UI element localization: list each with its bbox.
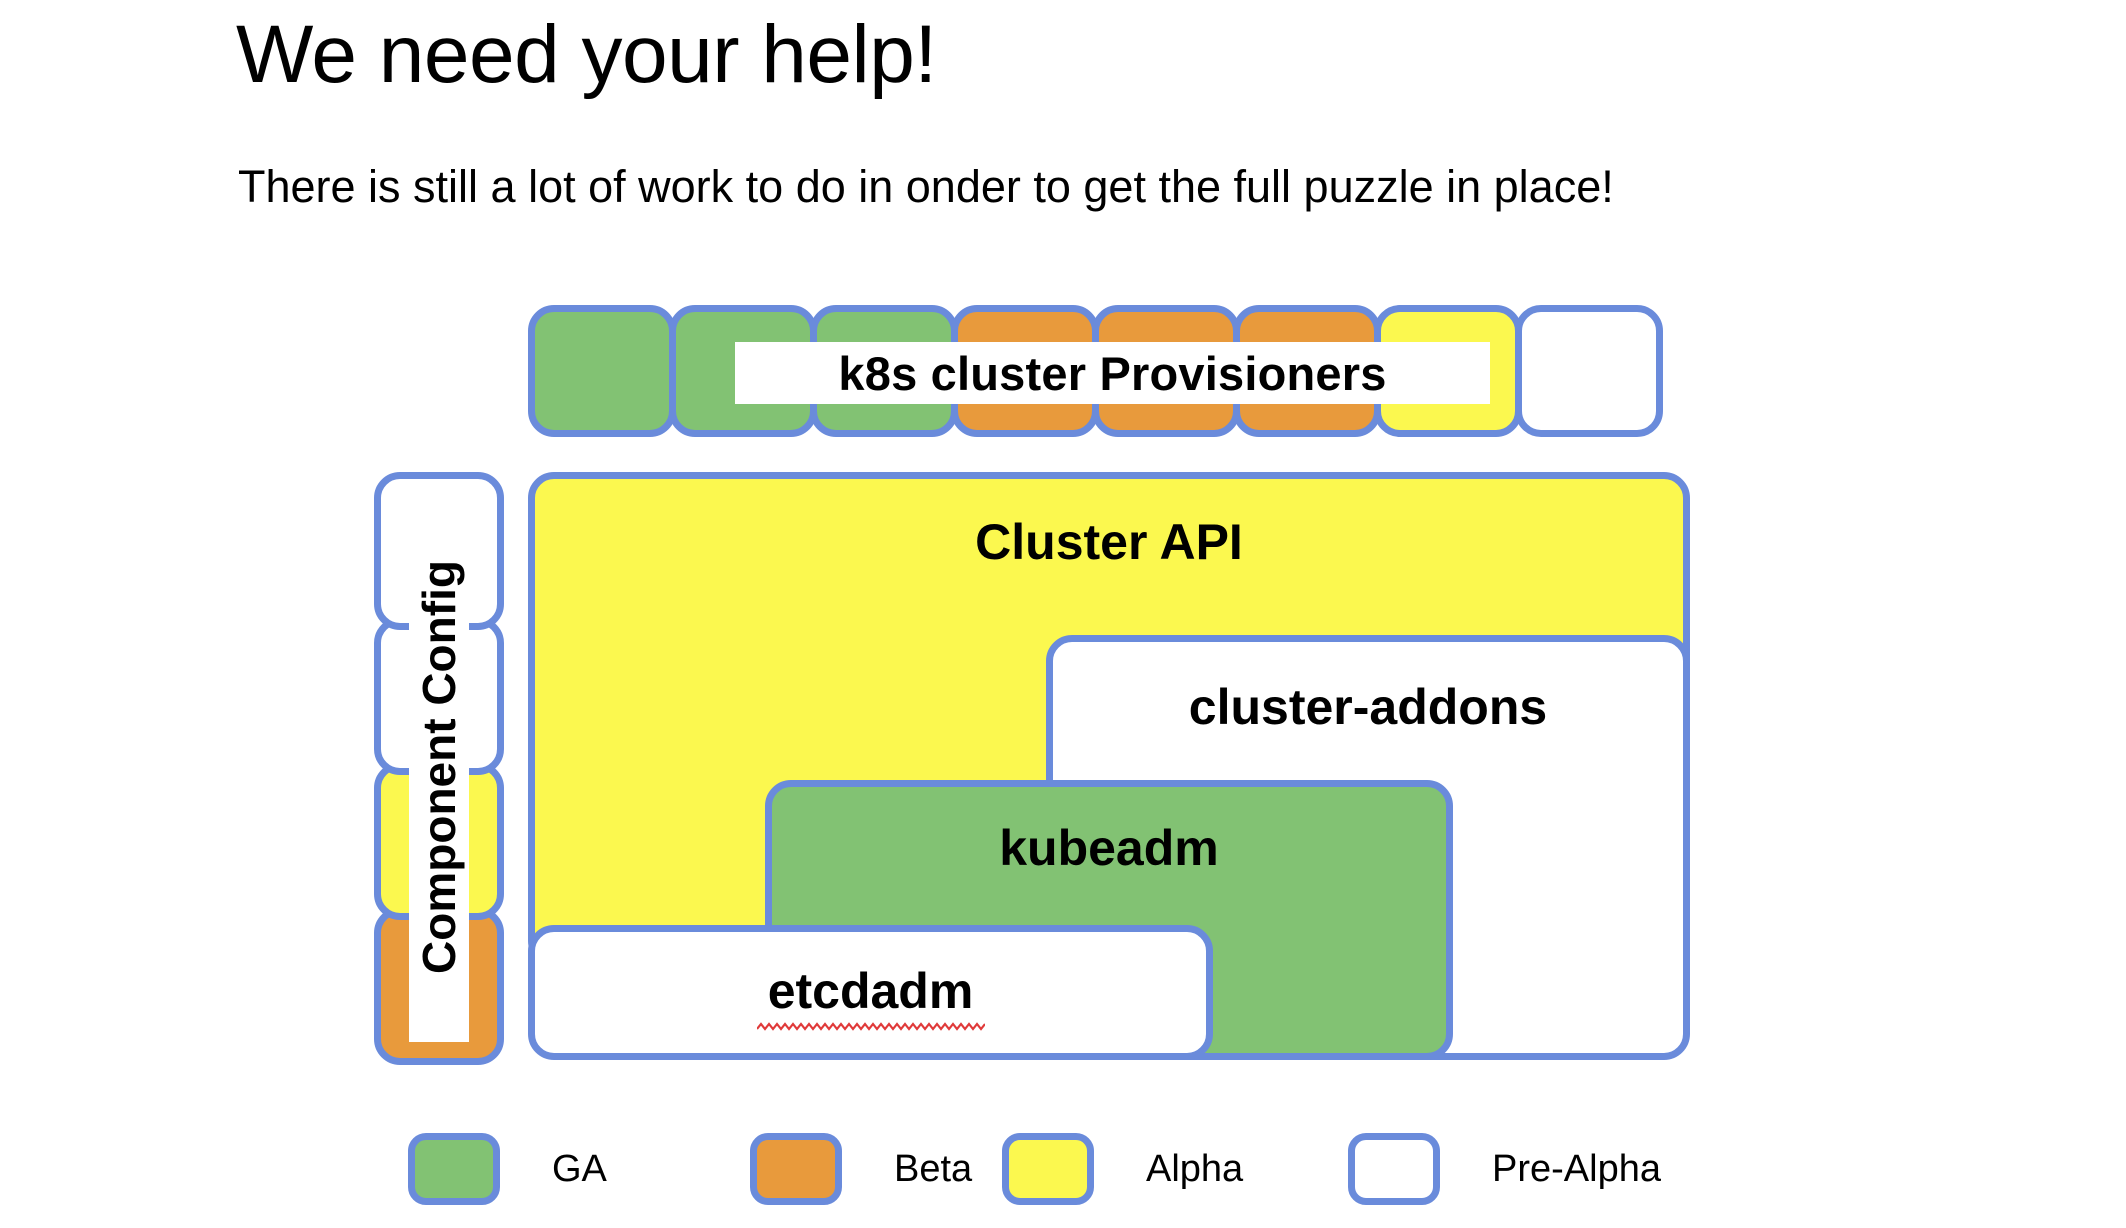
legend-item-alpha: Alpha [1002, 1124, 1243, 1214]
box-etcdadm-label: etcdadm [767, 963, 974, 1019]
box-cluster-addons-label: cluster-addons [1188, 679, 1548, 735]
provisioner-cell-1 [528, 305, 676, 437]
component-config-label-text: Component Config [413, 560, 466, 974]
component-config-label: Component Config [409, 492, 469, 1042]
page-subtitle: There is still a lot of work to do in on… [238, 161, 1614, 212]
legend-label-beta: Beta [894, 1147, 973, 1190]
spellcheck-underline-icon [756, 1022, 985, 1031]
legend-label-ga: GA [552, 1147, 607, 1190]
provisioner-row-label: k8s cluster Provisioners [838, 346, 1387, 400]
legend: GA Beta Alpha Pre-Alpha [0, 1124, 2126, 1214]
provisioner-cell-8 [1515, 305, 1663, 437]
box-etcdadm: etcdadm [528, 925, 1213, 1060]
legend-swatch-ga [408, 1133, 500, 1205]
legend-label-alpha: Alpha [1146, 1147, 1244, 1190]
component-config-label-band [409, 492, 469, 1042]
provisioner-label-band [735, 342, 1490, 404]
legend-item-pre-alpha: Pre-Alpha [1348, 1124, 1661, 1214]
box-cluster-api-label: Cluster API [975, 514, 1243, 570]
legend-swatch-pre-alpha [1348, 1133, 1440, 1205]
legend-label-pre-alpha: Pre-Alpha [1492, 1147, 1661, 1190]
box-kubeadm-label: kubeadm [999, 820, 1219, 876]
legend-item-beta: Beta [750, 1124, 972, 1214]
legend-item-ga: GA [408, 1124, 607, 1214]
page-title: We need your help! [236, 9, 937, 100]
legend-swatch-alpha [1002, 1133, 1094, 1205]
legend-swatch-beta [750, 1133, 842, 1205]
